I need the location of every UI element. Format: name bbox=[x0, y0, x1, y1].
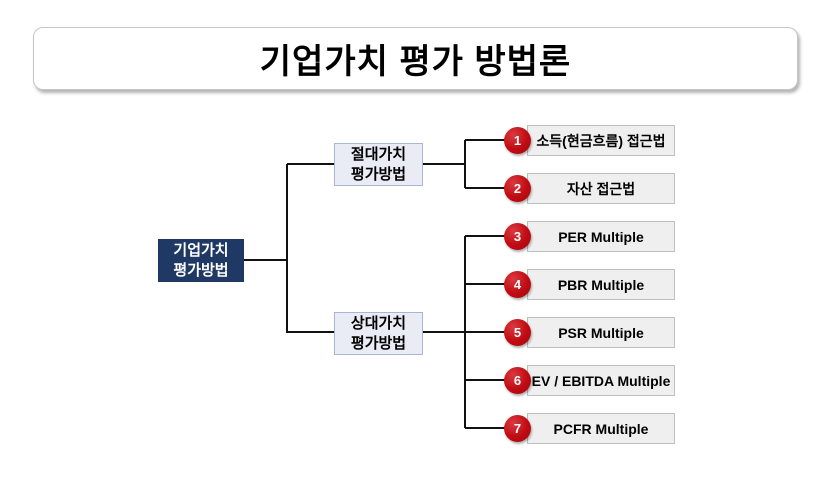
number-badge: 7 bbox=[504, 415, 531, 442]
branch-node-relative-valuation: 상대가치 평가방법 bbox=[334, 312, 423, 355]
number-badge: 5 bbox=[504, 319, 531, 346]
page-title: 기업가치 평가 방법론 bbox=[259, 43, 572, 81]
leaf-node-psr-multiple: 5 PSR Multiple bbox=[504, 317, 675, 348]
number-badge: 2 bbox=[504, 175, 531, 202]
leaf-node-ev-ebitda-multiple: 6 EV / EBITDA Multiple bbox=[504, 365, 675, 396]
leaf-node-income-approach: 1 소득(현금흐름) 접근법 bbox=[504, 125, 675, 156]
branch-node-absolute-valuation: 절대가치 평가방법 bbox=[334, 143, 423, 186]
leaf-label: EV / EBITDA Multiple bbox=[527, 365, 675, 396]
number-badge: 4 bbox=[504, 271, 531, 298]
leaf-node-per-multiple: 3 PER Multiple bbox=[504, 221, 675, 252]
leaf-label: PCFR Multiple bbox=[527, 413, 675, 444]
leaf-label: PER Multiple bbox=[527, 221, 675, 252]
leaf-label: 자산 접근법 bbox=[527, 173, 675, 204]
leaf-node-pcfr-multiple: 7 PCFR Multiple bbox=[504, 413, 675, 444]
leaf-label: PSR Multiple bbox=[527, 317, 675, 348]
number-badge: 1 bbox=[504, 127, 531, 154]
number-badge: 6 bbox=[504, 367, 531, 394]
number-badge: 3 bbox=[504, 223, 531, 250]
leaf-label: PBR Multiple bbox=[527, 269, 675, 300]
leaf-node-asset-approach: 2 자산 접근법 bbox=[504, 173, 675, 204]
title-banner: 기업가치 평가 방법론 bbox=[33, 27, 798, 90]
leaf-label: 소득(현금흐름) 접근법 bbox=[527, 125, 675, 156]
leaf-node-pbr-multiple: 4 PBR Multiple bbox=[504, 269, 675, 300]
root-node-valuation-methods: 기업가치 평가방법 bbox=[158, 239, 244, 282]
